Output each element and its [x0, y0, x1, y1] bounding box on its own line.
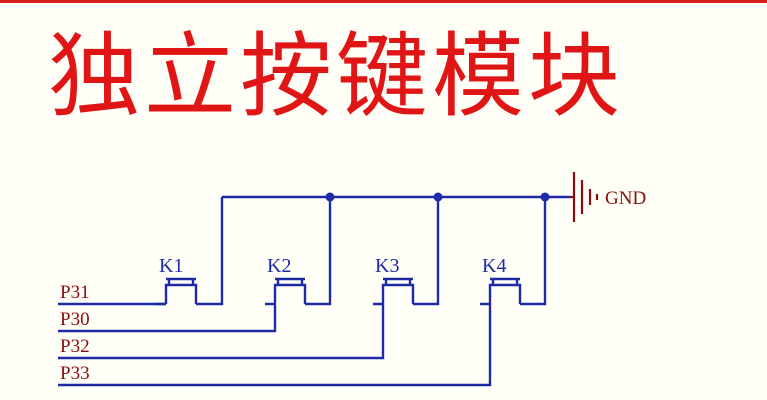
junction-dot: [325, 192, 335, 202]
switch-k3: K3: [373, 255, 415, 306]
page-title: 独立按键模块: [48, 23, 625, 130]
switch-k4: K4: [480, 255, 522, 306]
junction-dot: [540, 192, 550, 202]
port-label-p31: P31: [60, 282, 90, 303]
switch-label: K2: [267, 255, 291, 277]
p30-wire: [58, 304, 277, 333]
switch-k1: K1: [156, 255, 198, 306]
p32-wire: [58, 304, 385, 360]
top-border-line: [0, 0, 767, 3]
switch-label: K1: [159, 255, 183, 277]
switch-label: K4: [482, 255, 506, 277]
k4-ground-wire: [520, 197, 547, 306]
p33-wire: [58, 304, 492, 387]
k3-ground-wire: [413, 197, 440, 306]
port-label-p33: P33: [60, 363, 90, 384]
switch-k2: K2: [265, 255, 307, 306]
k2-ground-wire: [305, 197, 332, 306]
port-label-p32: P32: [60, 336, 90, 357]
switch-label: K3: [375, 255, 399, 277]
port-label-p30: P30: [60, 309, 90, 330]
junction-dot: [433, 192, 443, 202]
k1-ground-wire: [196, 197, 224, 306]
ground-label: GND: [605, 188, 646, 209]
ground-symbol-icon: [570, 172, 599, 222]
